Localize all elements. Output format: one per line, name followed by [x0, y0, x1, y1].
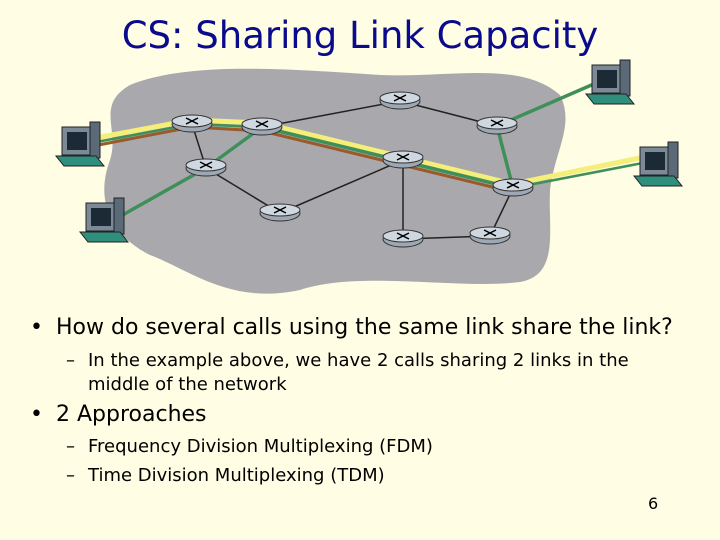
- router-icon: [259, 203, 301, 222]
- router-icon: [379, 91, 421, 110]
- bullet-text: How do several calls using the same link…: [56, 315, 673, 340]
- dash-marker: –: [66, 465, 75, 486]
- sub-bullet-text: Time Division Multiplexing (TDM): [88, 465, 385, 486]
- sub-bullet-fdm: –Frequency Division Multiplexing (FDM): [66, 435, 666, 459]
- computer-icon: [54, 121, 106, 167]
- router-icon: [469, 226, 511, 245]
- bullet-dot: •: [30, 402, 43, 427]
- bullet-text: 2 Approaches: [56, 402, 207, 427]
- dash-marker: –: [66, 436, 75, 457]
- router-icon: [171, 114, 213, 133]
- slide-title: CS: Sharing Link Capacity: [121, 14, 599, 57]
- bullet-dot: •: [30, 315, 43, 340]
- sub-bullet-text-line1: In the example above, we have 2 calls sh…: [88, 350, 629, 371]
- sub-bullet-text: Frequency Division Multiplexing (FDM): [88, 436, 433, 457]
- bullet-approaches: • 2 Approaches: [30, 402, 207, 427]
- router-icon: [476, 116, 518, 135]
- routers: [171, 91, 534, 248]
- router-icon: [241, 117, 283, 136]
- dash-marker: –: [66, 350, 75, 371]
- sub-bullet-tdm: –Time Division Multiplexing (TDM): [66, 464, 666, 488]
- page-number: 6: [648, 494, 659, 513]
- network-diagram: [54, 59, 684, 294]
- router-icon: [492, 178, 534, 197]
- computer-icon: [78, 197, 130, 243]
- sub-bullet-text-line2: middle of the network: [88, 374, 287, 395]
- host-computers: [54, 59, 684, 243]
- bullet-calls-question: • How do several calls using the same lin…: [30, 315, 673, 340]
- router-icon: [382, 229, 424, 248]
- computer-icon: [584, 59, 636, 105]
- computer-icon: [632, 141, 684, 187]
- router-icon: [185, 158, 227, 177]
- sub-bullet-example: –In the example above, we have 2 calls s…: [66, 349, 666, 397]
- router-icon: [382, 150, 424, 169]
